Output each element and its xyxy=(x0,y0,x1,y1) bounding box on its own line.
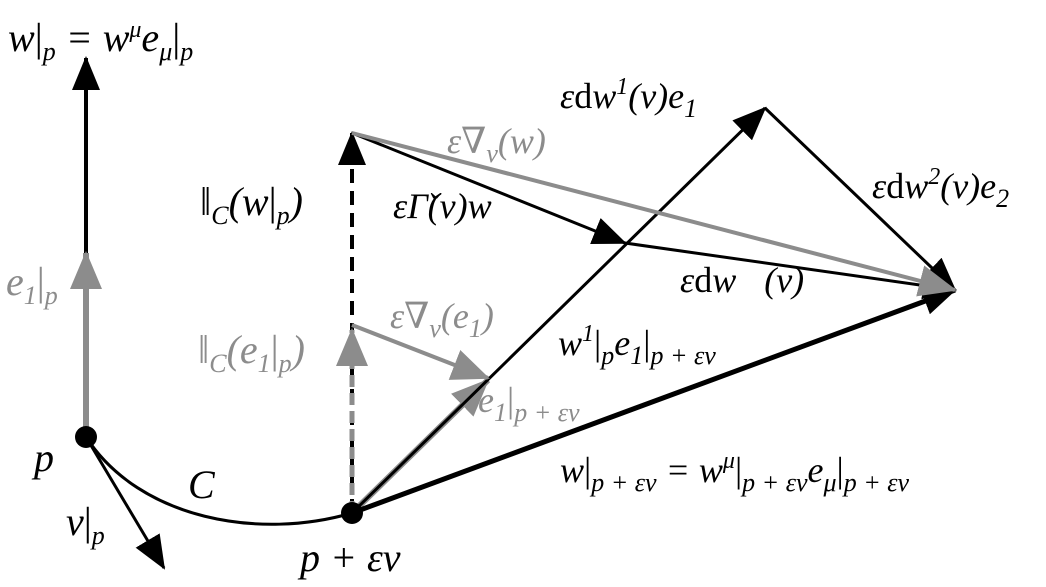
v-p-vector xyxy=(84,436,166,570)
label-eps-dwvec: εdw⃗(v) xyxy=(680,260,805,300)
label-point-p: p xyxy=(34,435,54,480)
label-eps-dw2: εdw2(v)e2 xyxy=(872,164,1010,213)
point-p-eps-v xyxy=(341,502,363,524)
curve-c xyxy=(84,436,353,526)
label-eps-dw1: εdw1(v)e1 xyxy=(560,74,698,123)
dw2-e2-vector xyxy=(763,106,957,292)
point-p xyxy=(75,426,97,448)
label-e1-pev: e1|p + εv xyxy=(478,380,580,427)
label-v-p: v|p xyxy=(66,499,105,550)
w-pev-vector xyxy=(351,287,957,516)
nabla-e1-vector xyxy=(351,323,490,380)
dw-vector xyxy=(624,241,957,300)
label-w-p: w|p = wμeμ|p xyxy=(8,15,194,66)
gamma-vector xyxy=(351,131,627,245)
label-e1-p: e1|p xyxy=(6,259,58,310)
label-parallel-e1: ‖C(e1|p) xyxy=(198,327,305,378)
label-eps-nabla-e1: ε∇v(e1) xyxy=(390,296,494,343)
label-parallel-w: ‖C(w|p) xyxy=(200,179,303,230)
label-w1-e1: w1|pe1|p + εv xyxy=(558,321,716,370)
nabla-w-vector xyxy=(351,131,957,297)
label-p-eps-v: p + εv xyxy=(300,535,401,580)
label-w-pev: w|p + εv = wμ|p + εveμ|p + εv xyxy=(560,448,910,497)
label-eps-nabla-w: ε∇v(w) xyxy=(447,121,546,168)
w1-e1-vector xyxy=(350,106,767,515)
label-curve-c: C xyxy=(188,462,215,507)
label-eps-gamma: εΓ̌(v)w⃗ xyxy=(393,186,520,226)
